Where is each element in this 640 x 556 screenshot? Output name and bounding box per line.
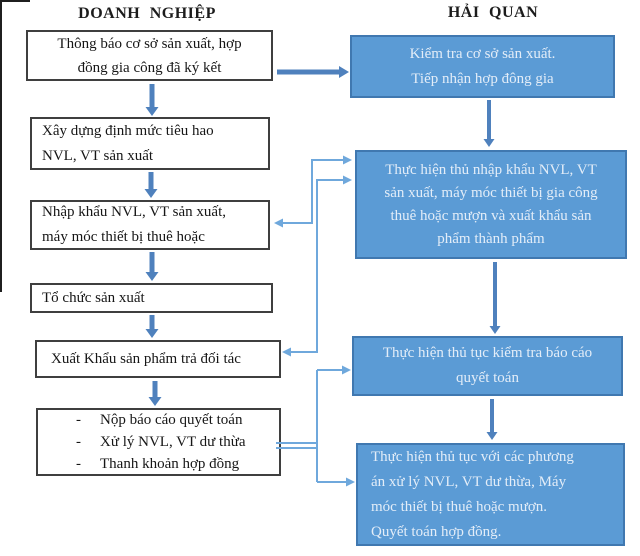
arrowhead-into-surplus-box — [346, 477, 355, 487]
customs-step-surplus-handling-label: Thực hiện thủ tục với các phương án xử l… — [371, 448, 574, 540]
arrowhead-into-procedures-lower — [343, 175, 352, 185]
connector-export-products-procedures — [290, 179, 344, 353]
list-item: - Xử lý NVL, VT dư thừa — [38, 431, 279, 453]
enterprise-step-settlement-list: - Nộp báo cáo quyết toán - Xử lý NVL, VT… — [36, 408, 281, 476]
connector-settlement-branch-lines — [276, 369, 346, 483]
customs-step-import-export-procedures-label: Thực hiện thủ nhập khẩu NVL, VT sản xuất… — [384, 161, 598, 247]
customs-step-check-facility: Kiểm tra cơ sở sản xuất. Tiếp nhận hợp đ… — [350, 35, 615, 98]
enterprise-step-build-norms: Xây dựng định mức tiêu hao NVL, VT sản x… — [30, 117, 270, 170]
arrow-norms-to-import — [144, 172, 158, 198]
bullet-dash: - — [76, 412, 81, 428]
list-item: - Thanh khoản hợp đồng — [38, 453, 279, 475]
arrowhead-into-export-box — [282, 347, 291, 357]
arrow-import-to-production — [145, 252, 159, 281]
arrow-export-to-settlement — [148, 381, 162, 406]
arrowhead-into-report-check — [342, 365, 351, 375]
arrow-notify-to-customs-check — [277, 66, 349, 78]
customs-step-import-export-procedures: Thực hiện thủ nhập khẩu NVL, VT sản xuất… — [355, 150, 627, 259]
customs-step-check-settlement-report-label: Thực hiện thủ tục kiểm tra báo cáo quyết… — [382, 345, 593, 386]
enterprise-column-title: DOANH NGHIỆP — [78, 5, 216, 22]
customs-step-check-facility-label: Kiểm tra cơ sở sản xuất. Tiếp nhận hợp đ… — [409, 45, 556, 87]
bullet-dash: - — [76, 434, 81, 450]
enterprise-step-export-products: Xuất Khẩu sản phẩm trả đối tác — [35, 340, 281, 378]
arrow-notify-to-norms — [145, 84, 159, 116]
connector-import-materials-procedures — [282, 159, 344, 224]
enterprise-step-organize-production: Tổ chức sản xuất — [30, 283, 273, 313]
enterprise-step-export-products-label: Xuất Khẩu sản phẩm trả đối tác — [51, 351, 241, 367]
arrowhead-into-import-box — [274, 218, 283, 228]
customs-column-title: HẢI QUAN — [447, 4, 539, 21]
list-item-label: Nộp báo cáo quyết toán — [100, 412, 243, 428]
enterprise-step-import-materials: Nhập khẩu NVL, VT sản xuất, máy móc thiế… — [30, 200, 270, 250]
arrow-customs-check-to-procedures — [483, 100, 495, 147]
list-item-label: Xử lý NVL, VT dư thừa — [100, 434, 246, 450]
arrow-procedures-to-report-check — [489, 262, 501, 334]
enterprise-step-organize-production-label: Tổ chức sản xuất — [42, 290, 145, 306]
arrowhead-into-procedures-upper — [343, 155, 352, 165]
list-item-label: Thanh khoản hợp đồng — [100, 456, 240, 472]
arrow-production-to-export — [145, 315, 159, 338]
enterprise-step-import-materials-label: Nhập khẩu NVL, VT sản xuất, máy móc thiế… — [42, 204, 226, 245]
enterprise-step-notify-contract-label: Thông báo cơ sở sản xuất, hợp đồng gia c… — [57, 35, 242, 76]
enterprise-step-notify-contract: Thông báo cơ sở sản xuất, hợp đồng gia c… — [26, 30, 273, 81]
settlement-list: - Nộp báo cáo quyết toán - Xử lý NVL, VT… — [38, 409, 279, 475]
enterprise-step-build-norms-label: Xây dựng định mức tiêu hao NVL, VT sản x… — [42, 122, 214, 164]
bullet-dash: - — [76, 456, 81, 472]
customs-step-surplus-handling: Thực hiện thủ tục với các phương án xử l… — [356, 443, 625, 546]
arrow-report-check-to-surplus — [486, 399, 498, 440]
list-item: - Nộp báo cáo quyết toán — [38, 409, 279, 431]
customs-step-check-settlement-report: Thực hiện thủ tục kiểm tra báo cáo quyết… — [352, 336, 623, 396]
